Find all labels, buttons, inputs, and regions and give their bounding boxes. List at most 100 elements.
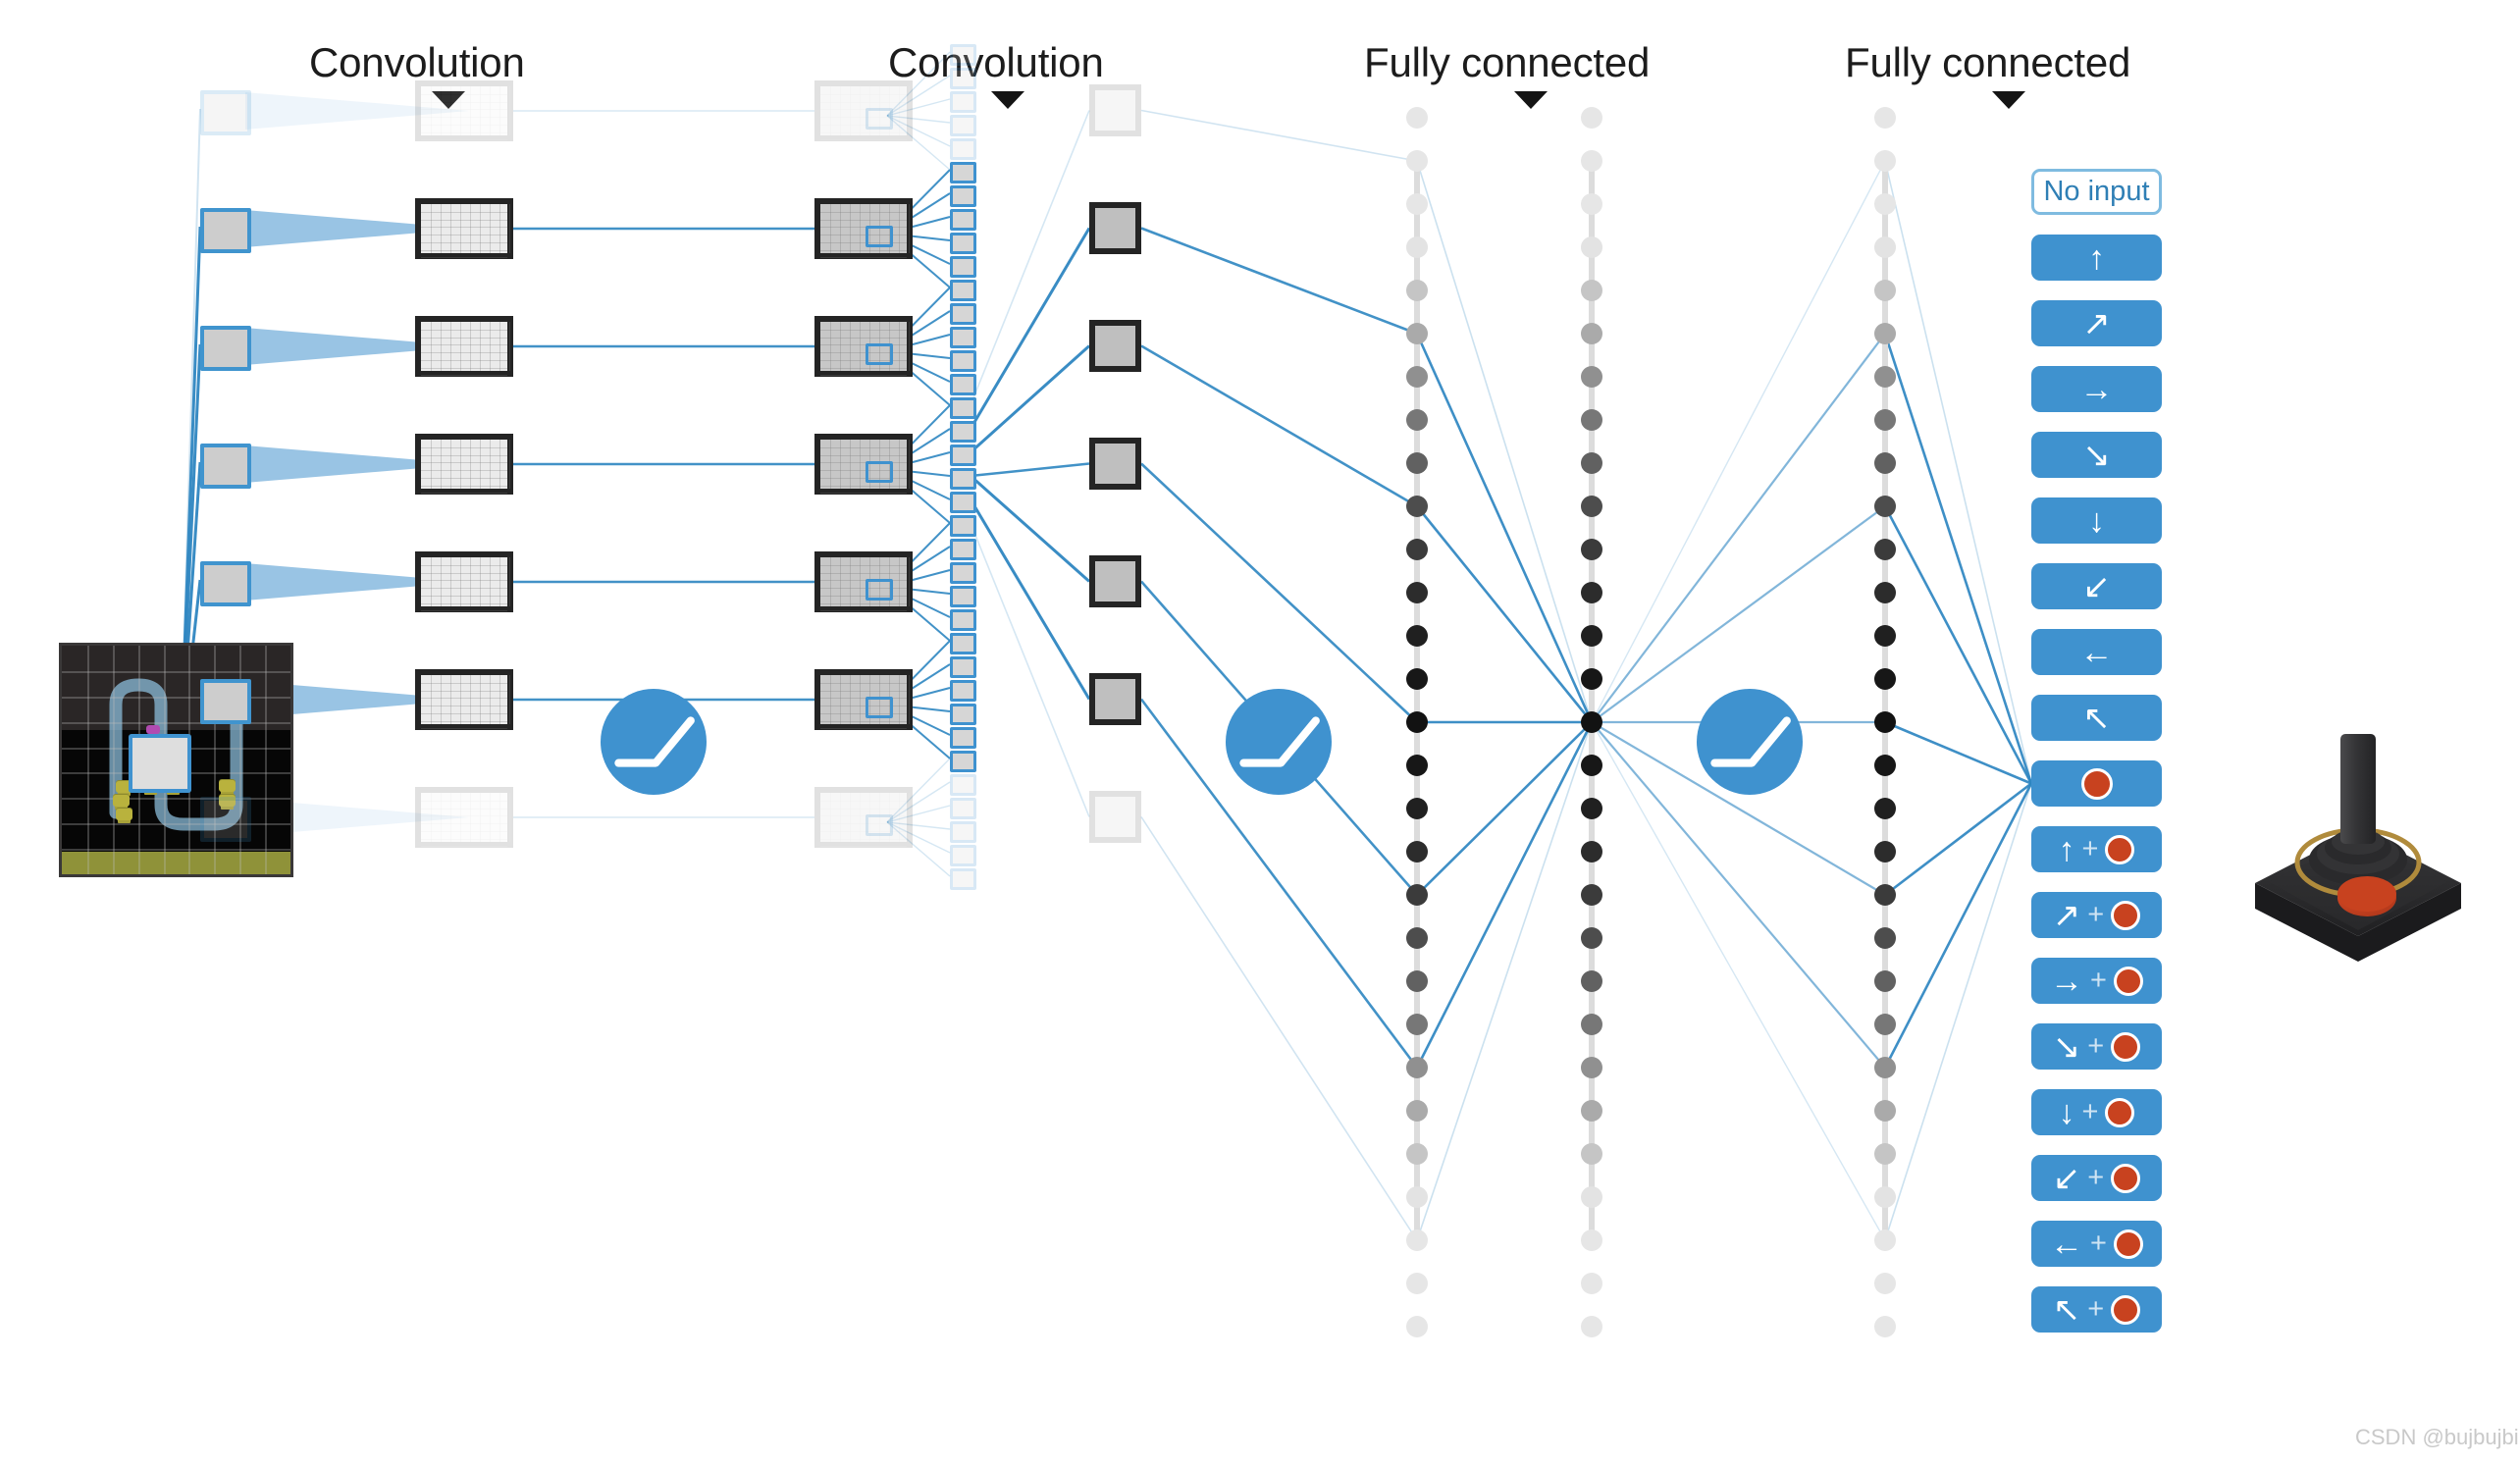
fc-neuron[interactable] bbox=[1581, 582, 1602, 603]
conv2-kernel-cell[interactable] bbox=[866, 578, 893, 601]
fc-neuron[interactable] bbox=[1874, 668, 1896, 690]
conv2-output-unit[interactable] bbox=[950, 774, 976, 796]
fc-neuron[interactable] bbox=[1581, 1273, 1602, 1294]
conv2-output-unit[interactable] bbox=[950, 44, 976, 66]
fc-neuron[interactable] bbox=[1581, 711, 1602, 733]
action-button-up-left[interactable]: ↖ bbox=[2031, 695, 2162, 741]
conv2-output-unit[interactable] bbox=[950, 751, 976, 772]
conv2-output-unit[interactable] bbox=[950, 680, 976, 702]
fc-neuron[interactable] bbox=[1581, 798, 1602, 819]
fc-neuron[interactable] bbox=[1874, 280, 1896, 301]
fc-neuron[interactable] bbox=[1874, 366, 1896, 388]
fc-neuron[interactable] bbox=[1406, 107, 1428, 129]
action-button-right-fire[interactable]: →+ bbox=[2031, 958, 2162, 1004]
fc-neuron[interactable] bbox=[1581, 1014, 1602, 1035]
fc-neuron[interactable] bbox=[1406, 409, 1428, 431]
conv2-kernel-cell[interactable] bbox=[866, 225, 893, 247]
fc-neuron[interactable] bbox=[1874, 1316, 1896, 1337]
fc-neuron[interactable] bbox=[1874, 1229, 1896, 1251]
action-button-up-left-fire[interactable]: ↖+ bbox=[2031, 1286, 2162, 1333]
conv2-output-unit[interactable] bbox=[950, 327, 976, 348]
conv2-output-unit[interactable] bbox=[950, 162, 976, 183]
fc-neuron[interactable] bbox=[1406, 193, 1428, 215]
fc-neuron[interactable] bbox=[1406, 280, 1428, 301]
conv2-output-unit[interactable] bbox=[950, 656, 976, 678]
action-button-down-fire[interactable]: ↓+ bbox=[2031, 1089, 2162, 1135]
fc-neuron[interactable] bbox=[1874, 711, 1896, 733]
fc-neuron[interactable] bbox=[1406, 150, 1428, 172]
fc-neuron[interactable] bbox=[1581, 1057, 1602, 1078]
fc-neuron[interactable] bbox=[1874, 1014, 1896, 1035]
action-button-left-fire[interactable]: ←+ bbox=[2031, 1221, 2162, 1267]
fc-neuron[interactable] bbox=[1406, 927, 1428, 949]
fc-neuron[interactable] bbox=[1406, 1100, 1428, 1122]
fc-neuron[interactable] bbox=[1581, 150, 1602, 172]
fc-neuron[interactable] bbox=[1581, 1316, 1602, 1337]
fc-neuron[interactable] bbox=[1406, 711, 1428, 733]
fc-neuron[interactable] bbox=[1874, 1057, 1896, 1078]
action-button-down-left-fire[interactable]: ↙+ bbox=[2031, 1155, 2162, 1201]
conv2-output-unit[interactable] bbox=[950, 704, 976, 725]
conv2-output-unit[interactable] bbox=[950, 350, 976, 372]
fc-neuron[interactable] bbox=[1406, 323, 1428, 344]
fc-neuron[interactable] bbox=[1581, 280, 1602, 301]
conv2-output-unit[interactable] bbox=[950, 91, 976, 113]
conv2-output-unit[interactable] bbox=[950, 515, 976, 537]
fc-neuron[interactable] bbox=[1874, 927, 1896, 949]
conv2-output-unit[interactable] bbox=[950, 586, 976, 607]
fc-neuron[interactable] bbox=[1874, 1143, 1896, 1165]
action-button-down-left[interactable]: ↙ bbox=[2031, 563, 2162, 609]
fc-neuron[interactable] bbox=[1406, 970, 1428, 992]
fc-neuron[interactable] bbox=[1406, 496, 1428, 517]
action-button-down-right[interactable]: ↘ bbox=[2031, 432, 2162, 478]
fc-neuron[interactable] bbox=[1581, 668, 1602, 690]
fc-neuron[interactable] bbox=[1406, 668, 1428, 690]
conv1-input-patch[interactable] bbox=[200, 90, 251, 135]
conv1-input-patch[interactable] bbox=[200, 561, 251, 606]
conv2-output-unit[interactable] bbox=[950, 751, 976, 772]
fc-neuron[interactable] bbox=[1874, 884, 1896, 906]
conv2-output-unit[interactable] bbox=[950, 209, 976, 231]
conv2-kernel-cell[interactable] bbox=[866, 107, 893, 130]
fc-neuron[interactable] bbox=[1581, 236, 1602, 258]
conv2-output-unit[interactable] bbox=[950, 633, 976, 654]
fc-neuron[interactable] bbox=[1581, 107, 1602, 129]
conv2-kernel-cell[interactable] bbox=[866, 696, 893, 718]
fc-neuron[interactable] bbox=[1581, 927, 1602, 949]
fc-neuron[interactable] bbox=[1406, 798, 1428, 819]
action-button-fire[interactable] bbox=[2031, 760, 2162, 807]
fc-neuron[interactable] bbox=[1874, 625, 1896, 647]
fc-neuron[interactable] bbox=[1406, 236, 1428, 258]
fc-neuron[interactable] bbox=[1581, 323, 1602, 344]
fc-neuron[interactable] bbox=[1406, 1143, 1428, 1165]
fc-neuron[interactable] bbox=[1581, 625, 1602, 647]
conv2-output-unit[interactable] bbox=[950, 185, 976, 207]
conv2-output-unit[interactable] bbox=[950, 821, 976, 843]
conv2-output-unit[interactable] bbox=[950, 868, 976, 890]
conv2-output-unit[interactable] bbox=[950, 280, 976, 301]
fc-neuron[interactable] bbox=[1406, 841, 1428, 863]
fc-neuron[interactable] bbox=[1406, 1186, 1428, 1208]
fc-neuron[interactable] bbox=[1406, 452, 1428, 474]
fc-neuron[interactable] bbox=[1581, 970, 1602, 992]
fc-neuron[interactable] bbox=[1874, 150, 1896, 172]
conv2-output-unit[interactable] bbox=[950, 68, 976, 89]
action-button-down-right-fire[interactable]: ↘+ bbox=[2031, 1023, 2162, 1070]
fc-neuron[interactable] bbox=[1874, 841, 1896, 863]
fc-neuron[interactable] bbox=[1874, 452, 1896, 474]
conv1-input-patch[interactable] bbox=[200, 208, 251, 253]
fc-neuron[interactable] bbox=[1406, 1014, 1428, 1035]
conv2-output-unit[interactable] bbox=[950, 421, 976, 443]
fc-neuron[interactable] bbox=[1874, 107, 1896, 129]
fc-neuron[interactable] bbox=[1581, 496, 1602, 517]
fc-neuron[interactable] bbox=[1874, 193, 1896, 215]
fc-neuron[interactable] bbox=[1406, 366, 1428, 388]
conv2-output-unit[interactable] bbox=[950, 609, 976, 631]
fc-neuron[interactable] bbox=[1581, 409, 1602, 431]
fc-neuron[interactable] bbox=[1581, 884, 1602, 906]
action-button-right[interactable]: → bbox=[2031, 366, 2162, 412]
fc-neuron[interactable] bbox=[1406, 625, 1428, 647]
fc-neuron[interactable] bbox=[1874, 236, 1896, 258]
conv2-output-unit[interactable] bbox=[950, 539, 976, 560]
fc-neuron[interactable] bbox=[1581, 452, 1602, 474]
